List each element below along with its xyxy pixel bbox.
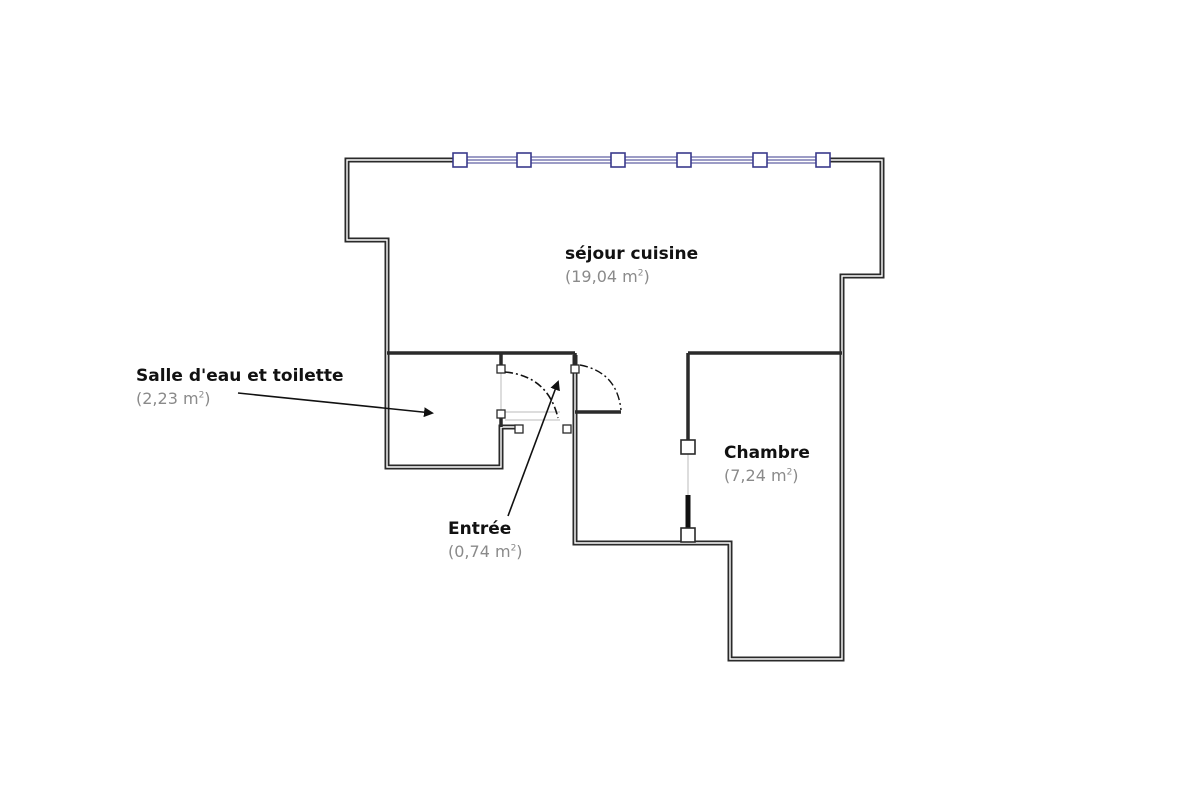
interior-walls: [387, 351, 842, 446]
entree-arrow: [507, 380, 560, 517]
room-label-salle-eau: Salle d'eau et toilette (2,23 m2): [136, 366, 344, 408]
window-strip: [457, 156, 829, 164]
room-label-chambre: Chambre (7,24 m2): [724, 443, 810, 485]
room-name-entree: Entrée: [448, 519, 512, 539]
room-area-sejour: (19,04 m2): [565, 267, 650, 286]
room-name-salle-eau: Salle d'eau et toilette: [136, 366, 344, 386]
room-label-sejour: séjour cuisine (19,04 m2): [565, 244, 698, 286]
room-area-salle-eau: (2,23 m2): [136, 389, 211, 408]
room-area-chambre: (7,24 m2): [724, 466, 799, 485]
exterior-walls-inner-line: [346, 159, 883, 660]
room-name-chambre: Chambre: [724, 443, 810, 463]
exterior-walls: [344, 157, 885, 662]
salle-eau-arrow: [237, 392, 434, 418]
window-mullions: [452, 152, 831, 168]
room-name-sejour: séjour cuisine: [565, 244, 699, 264]
pointer-arrows: [237, 380, 560, 517]
room-label-entree: Entrée (0,74 m2): [448, 519, 523, 561]
bedroom-door: [680, 439, 696, 543]
bathroom-door: [496, 364, 622, 434]
room-area-entree: (0,74 m2): [448, 542, 523, 561]
